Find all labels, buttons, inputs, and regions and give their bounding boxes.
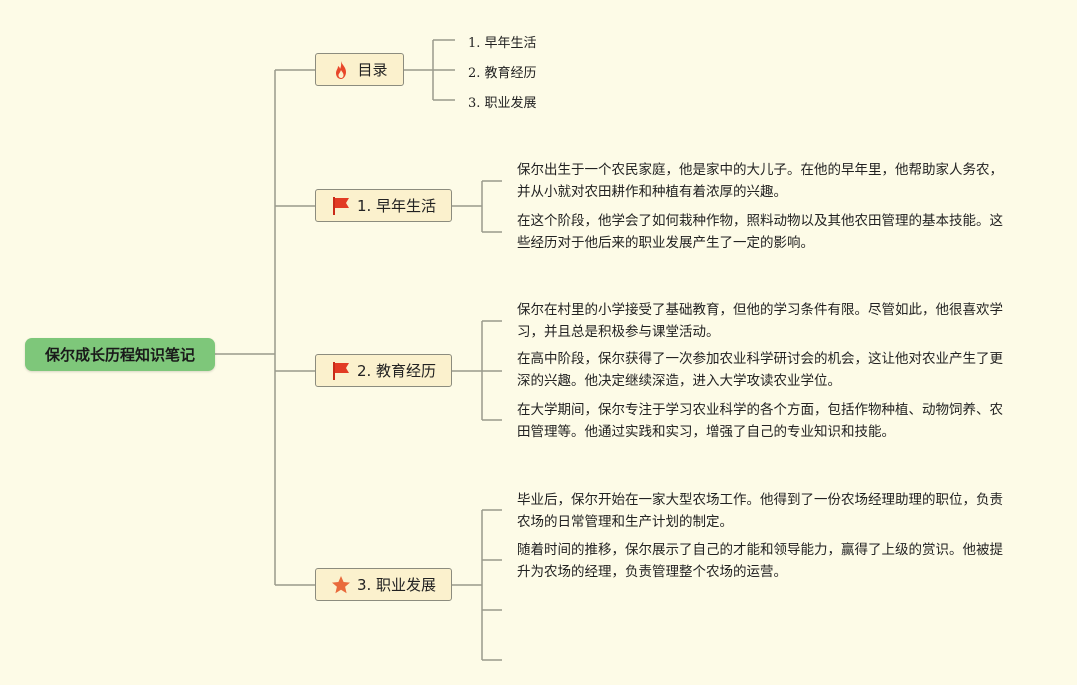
red-flag-icon [331, 196, 351, 216]
root-topic-label: 保尔成长历程知识笔记 [44, 346, 195, 364]
edu-note-3: 在大学期间，保尔专注于学习农业科学的各个方面，包括作物种植、动物饲养、农田管理等… [517, 402, 1003, 440]
star-icon [331, 575, 351, 595]
branch-career-label: 3. 职业发展 [356, 576, 437, 594]
root-topic[interactable]: 保尔成长历程知识笔记 [25, 338, 215, 371]
career-note-1: 毕业后，保尔开始在一家大型农场工作。他得到了一份农场经理助理的职位，负责农场的日… [517, 492, 1003, 530]
early-note-2: 在这个阶段，他学会了如何栽种作物，照料动物以及其他农田管理的基本技能。这些经历对… [517, 213, 1003, 251]
toc-item-3[interactable]: 3. 职业发展 [468, 96, 537, 111]
red-flag-icon [331, 361, 351, 381]
branch-early-life-label: 1. 早年生活 [356, 197, 437, 215]
edu-note-1: 保尔在村里的小学接受了基础教育，但他的学习条件有限。尽管如此，他很喜欢学习，并且… [517, 302, 1003, 340]
branch-education[interactable]: 2. 教育经历 [315, 354, 452, 387]
branch-career[interactable]: 3. 职业发展 [315, 568, 452, 601]
branch-toc-label: 目录 [357, 61, 388, 79]
toc-item-2[interactable]: 2. 教育经历 [468, 66, 537, 81]
branch-education-label: 2. 教育经历 [356, 362, 437, 380]
edu-note-2: 在高中阶段，保尔获得了一次参加农业科学研讨会的机会，这让他对农业产生了更深的兴趣… [517, 351, 1003, 389]
fire-icon [331, 60, 351, 80]
branch-toc[interactable]: 目录 [315, 53, 404, 86]
career-note-2: 随着时间的推移，保尔展示了自己的才能和领导能力，赢得了上级的赏识。他被提升为农场… [517, 542, 1003, 580]
early-note-1: 保尔出生于一个农民家庭，他是家中的大儿子。在他的早年里，他帮助家人务农，并从小就… [517, 162, 1003, 200]
toc-item-1[interactable]: 1. 早年生活 [468, 36, 537, 51]
branch-early-life[interactable]: 1. 早年生活 [315, 189, 452, 222]
